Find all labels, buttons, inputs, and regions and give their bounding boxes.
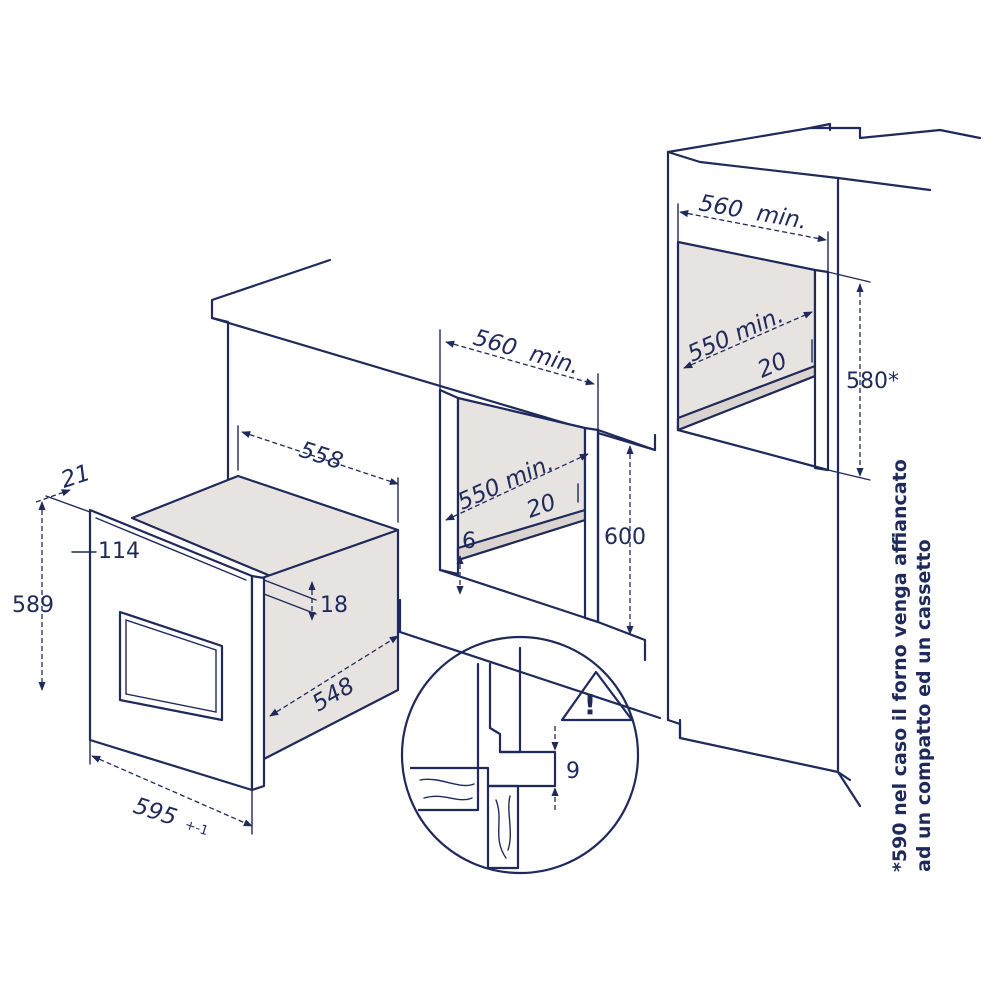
dim-560-min-counter: 560 min.: [470, 325, 582, 380]
dim-21: 21: [58, 460, 94, 494]
column-cabinet: [666, 122, 982, 808]
dim-6: 6: [462, 529, 476, 554]
dim-589: 589: [12, 593, 54, 618]
dim-558: 558: [296, 437, 346, 475]
dim-18: 18: [320, 593, 348, 618]
dim-9: 9: [566, 759, 580, 784]
oven: [88, 474, 400, 792]
dim-595-tolerance: +-1: [183, 818, 210, 840]
dim-114: 114: [98, 539, 140, 564]
dimension-lines: [35, 203, 871, 835]
detail-view: [400, 635, 640, 875]
warning-symbol: !: [584, 688, 597, 721]
footnote-line-2: ad un compatto ed un cassetto: [913, 539, 935, 872]
dim-580: 580*: [846, 369, 899, 394]
warning-icon: [560, 670, 634, 722]
dim-595: 595: [130, 793, 180, 831]
footnote-line-1: *590 nel caso il forno venga affiancato: [889, 459, 911, 872]
dim-600: 600: [604, 525, 646, 550]
oven-window: [118, 610, 224, 722]
dim-560-min-column: 560 min.: [697, 190, 809, 235]
